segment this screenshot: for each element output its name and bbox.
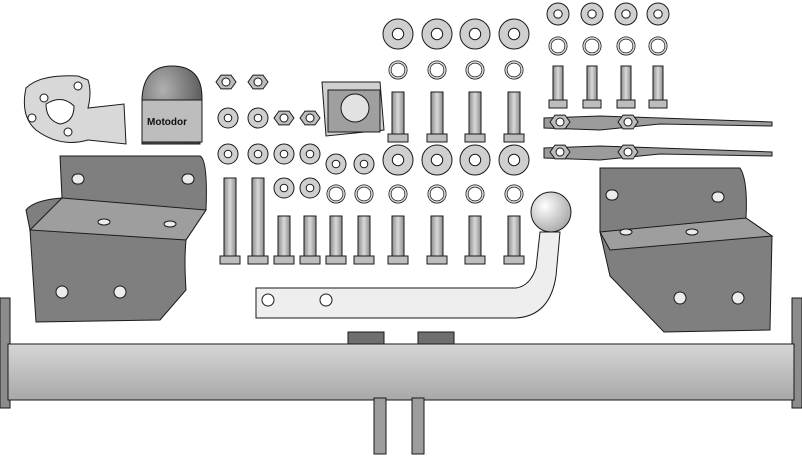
washer — [382, 144, 414, 176]
spring-washer — [616, 36, 636, 56]
washer — [299, 177, 321, 199]
hex-bolt — [325, 215, 347, 265]
ball-cover-cap: Motodor — [141, 65, 203, 145]
washer — [546, 2, 570, 26]
spring-washer — [465, 60, 485, 80]
washer — [498, 144, 530, 176]
washer — [247, 143, 269, 165]
hex-bolt — [273, 215, 295, 265]
washer — [217, 107, 239, 129]
hex-bolt — [387, 215, 409, 265]
right-side-bracket — [599, 167, 774, 333]
ball-cover-logo-text: Motodor — [147, 117, 187, 128]
spring-washer — [648, 36, 668, 56]
hex-bolt — [582, 65, 602, 109]
washer — [382, 18, 414, 50]
spring-washer — [504, 60, 524, 80]
spring-washer — [326, 184, 346, 204]
spring-washer — [465, 184, 485, 204]
fasteners-hardware — [215, 2, 670, 265]
spring-washer — [548, 36, 568, 56]
hex-bolt — [426, 91, 448, 143]
hex-bolt — [616, 65, 636, 109]
washer — [580, 2, 604, 26]
spring-washer — [427, 184, 447, 204]
washer — [273, 143, 295, 165]
spring-washer — [354, 184, 374, 204]
spring-washer — [504, 184, 524, 204]
washer — [614, 2, 638, 26]
washer — [459, 144, 491, 176]
hex-nut — [247, 74, 269, 90]
washer — [247, 107, 269, 129]
hex-nut — [299, 110, 321, 126]
washer — [459, 18, 491, 50]
hex-bolt — [219, 177, 241, 265]
hex-bolt — [648, 65, 668, 109]
hex-nut — [617, 144, 639, 160]
washer — [646, 2, 670, 26]
washer — [421, 144, 453, 176]
cable-ties — [543, 115, 773, 161]
washer — [273, 177, 295, 199]
hex-nut — [273, 110, 295, 126]
hex-bolt — [247, 177, 269, 265]
washer — [299, 143, 321, 165]
washer — [325, 153, 347, 175]
washer — [421, 18, 453, 50]
spring-washer — [388, 184, 408, 204]
hex-bolt — [503, 91, 525, 143]
hex-bolt — [503, 215, 525, 265]
spring-washer — [427, 60, 447, 80]
washer — [217, 143, 239, 165]
spring-washer — [388, 60, 408, 80]
hex-bolt — [464, 91, 486, 143]
hex-bolt — [548, 65, 568, 109]
hex-nut — [617, 114, 639, 130]
washer — [498, 18, 530, 50]
hex-nut — [215, 74, 237, 90]
left-side-bracket — [25, 155, 207, 323]
hex-nut — [549, 114, 571, 130]
washer — [353, 153, 375, 175]
hex-bolt — [464, 215, 486, 265]
tow-ball-neck — [255, 191, 572, 319]
hex-bolt — [426, 215, 448, 265]
socket-bracket — [321, 81, 385, 137]
hex-bolt — [353, 215, 375, 265]
hex-bolt — [299, 215, 321, 265]
socket-mounting-plate — [23, 75, 127, 145]
hex-bolt — [387, 91, 409, 143]
hex-nut — [549, 144, 571, 160]
spring-washer — [582, 36, 602, 56]
main-crossbeam — [0, 297, 802, 455]
